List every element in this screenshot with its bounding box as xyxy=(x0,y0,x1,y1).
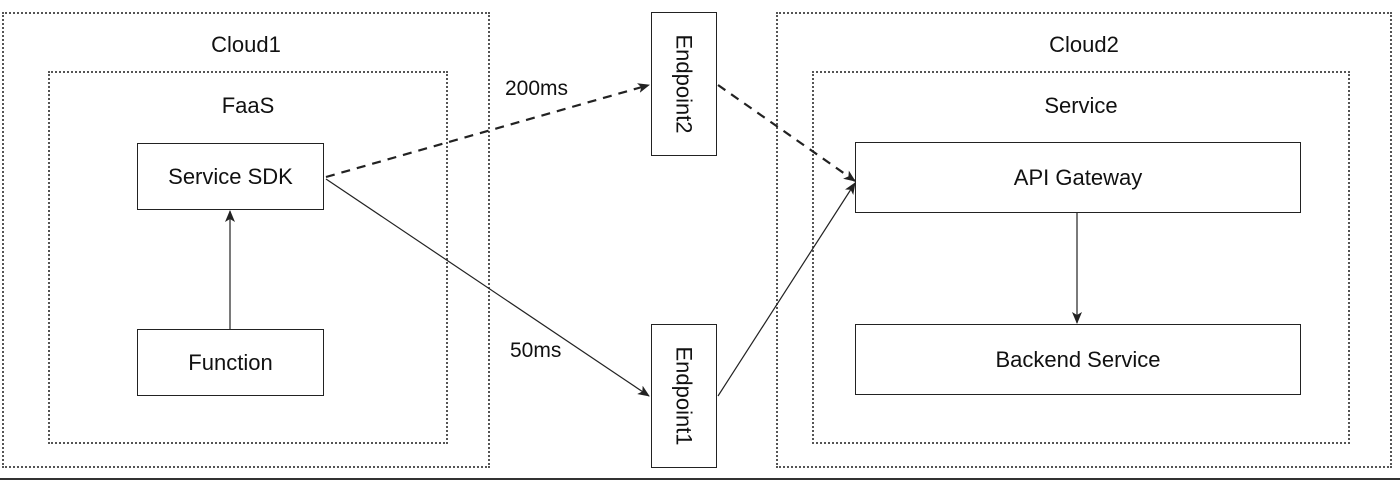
edge-endpoint2-to-gateway xyxy=(717,84,856,182)
edge-endpoint1-to-gateway xyxy=(717,182,856,397)
cloud1-zone: Cloud1 xyxy=(2,12,490,468)
cloud1-title: Cloud1 xyxy=(211,32,281,57)
cloud2-zone: Cloud2 xyxy=(776,12,1392,468)
service-title: Service xyxy=(1044,93,1118,118)
service-sdk-node[interactable]: Service SDK xyxy=(137,143,324,210)
service-zone: Service xyxy=(812,71,1350,444)
edge-sdk-to-endpoint2 xyxy=(325,83,650,179)
edge-label-200ms: 200ms xyxy=(505,77,569,100)
function-node[interactable]: Function xyxy=(137,329,324,396)
edge-label-50ms: 50ms xyxy=(510,339,562,362)
faas-title: FaaS xyxy=(221,93,275,118)
service-sdk-label: Service SDK xyxy=(168,163,293,189)
cloud2-title: Cloud2 xyxy=(1049,32,1119,57)
function-label: Function xyxy=(188,349,273,375)
backend-service-label: Backend Service xyxy=(995,346,1161,372)
api-gateway-label: API Gateway xyxy=(1013,164,1143,190)
bottom-divider xyxy=(0,478,1400,480)
api-gateway-node[interactable]: API Gateway xyxy=(855,142,1301,213)
faas-zone: FaaS xyxy=(48,71,448,444)
endpoint1-node[interactable]: Endpoint1 xyxy=(651,324,717,468)
backend-service-node[interactable]: Backend Service xyxy=(855,324,1301,395)
edge-sdk-to-endpoint1 xyxy=(325,178,650,397)
endpoint2-node[interactable]: Endpoint2 xyxy=(651,12,717,156)
